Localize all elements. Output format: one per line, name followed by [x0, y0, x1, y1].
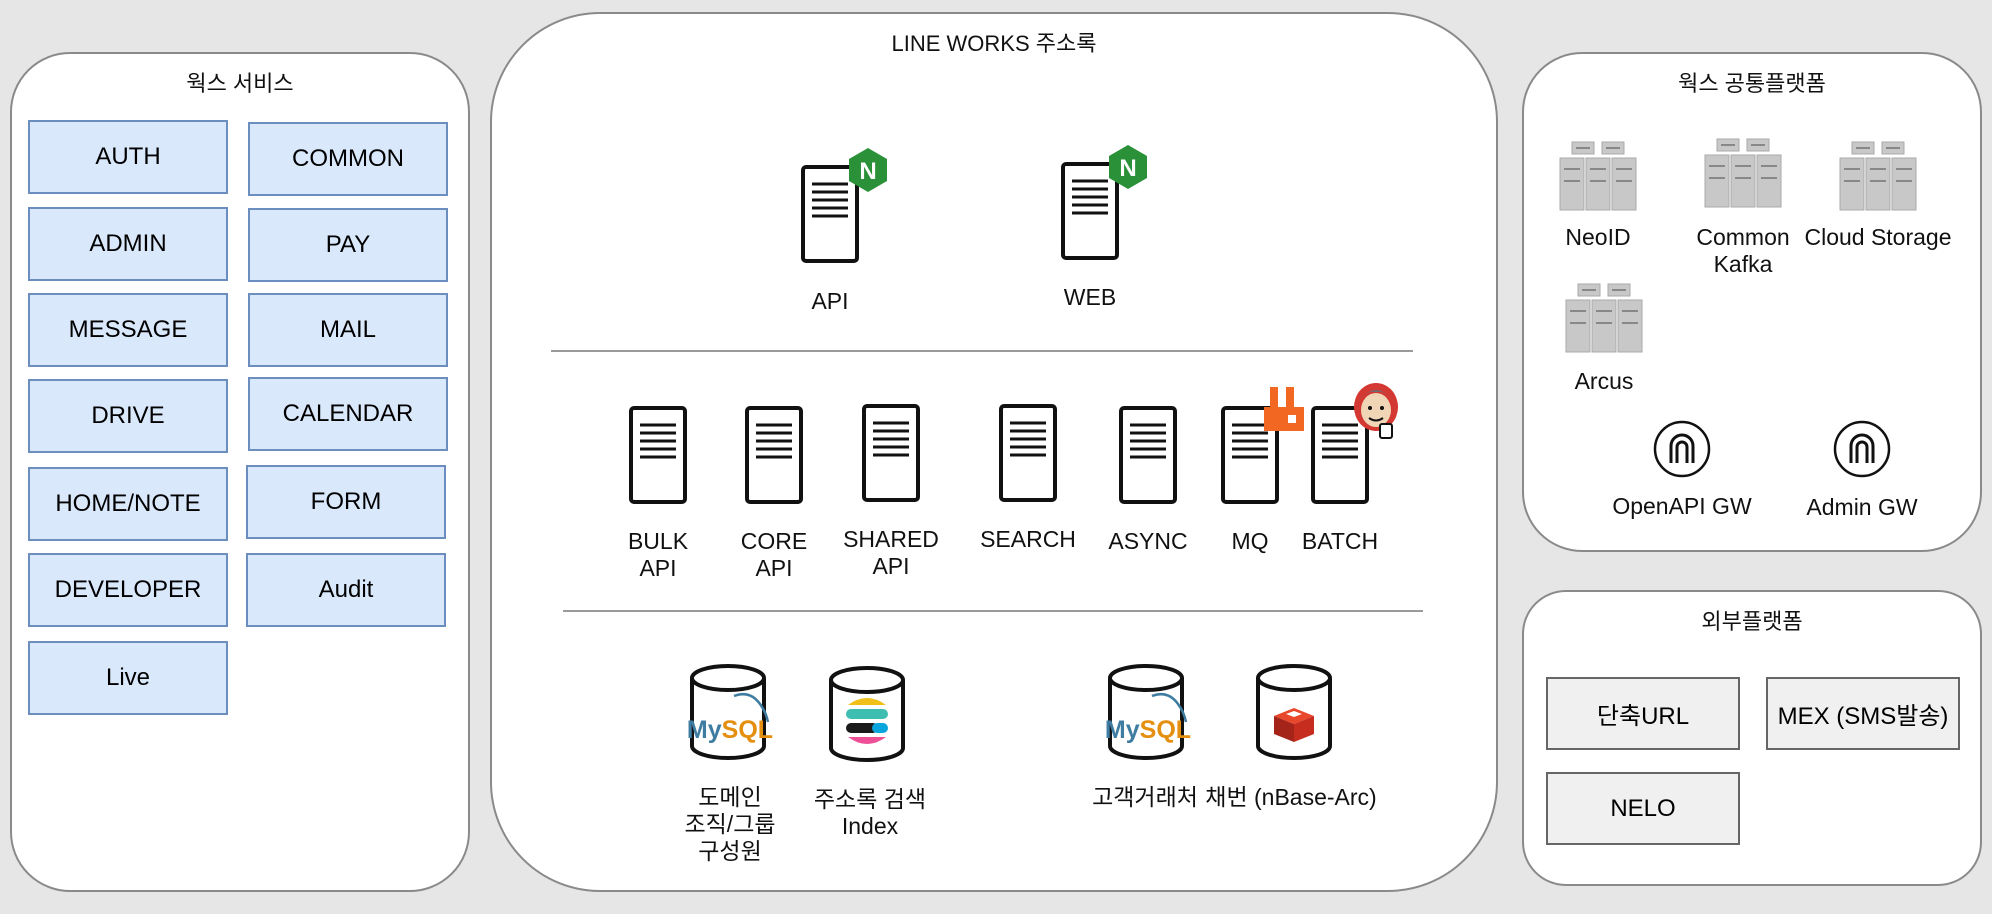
service-box[interactable]: Live: [28, 641, 228, 715]
mq-label: MQ: [1231, 528, 1269, 554]
kafka-server-icon: [1703, 137, 1783, 209]
mysql-icon: MySQL: [686, 716, 774, 744]
arcus-label: Arcus: [1574, 368, 1634, 394]
service-box[interactable]: HOME/NOTE: [28, 467, 228, 541]
service-box[interactable]: MESSAGE: [28, 293, 228, 367]
openapi-gw-label: OpenAPI GW: [1612, 493, 1752, 519]
tier-divider: [551, 350, 1413, 352]
nelo-box[interactable]: NELO: [1546, 772, 1740, 845]
async-server-icon: [1118, 405, 1178, 505]
shared-api-label: SHARED API: [843, 526, 939, 579]
rabbitmq-icon: [1264, 387, 1304, 431]
service-box[interactable]: ADMIN: [28, 207, 228, 281]
service-box[interactable]: COMMON: [248, 122, 448, 196]
addressbook-title: LINE WORKS 주소록: [891, 31, 1097, 56]
service-box[interactable]: MAIL: [248, 293, 448, 367]
domain-db-label: 도메인 조직/그룹 구성원: [684, 784, 776, 864]
dolphin-icon: [1151, 693, 1188, 723]
sequence-db-label: 채번 (nBase-Arc): [1205, 784, 1377, 810]
service-box[interactable]: CALENDAR: [248, 377, 448, 451]
customer-db-label: 고객거래처: [1092, 784, 1198, 810]
shared-api-server-icon: [861, 403, 921, 503]
api-server-label: API: [811, 288, 849, 314]
common-platform-title: 웍스 공통플랫폼: [1678, 71, 1826, 96]
core-api-server-icon: [744, 405, 804, 505]
core-api-label: CORE API: [740, 528, 808, 581]
neoid-server-icon: [1558, 140, 1638, 212]
short-url-box[interactable]: 단축URL: [1546, 677, 1740, 750]
mysql-icon: MySQL: [1104, 716, 1192, 744]
neoid-label: NeoID: [1565, 224, 1631, 250]
tier-divider: [563, 610, 1423, 612]
search-index-label: 주소록 검색 Index: [813, 786, 927, 839]
cloud-storage-label: Cloud Storage: [1804, 224, 1952, 250]
works-services-title: 웍스 서비스: [186, 71, 294, 96]
batch-label: BATCH: [1301, 528, 1379, 554]
search-label: SEARCH: [980, 526, 1076, 552]
search-server-icon: [998, 403, 1058, 503]
mex-sms-box[interactable]: MEX (SMS발송): [1766, 677, 1960, 750]
service-box[interactable]: DRIVE: [28, 379, 228, 453]
service-box[interactable]: Audit: [246, 553, 446, 627]
admin-gw-label: Admin GW: [1806, 494, 1918, 520]
nginx-icon: [1106, 143, 1150, 191]
service-box[interactable]: PAY: [248, 208, 448, 282]
service-box[interactable]: AUTH: [28, 120, 228, 194]
bulk-api-server-icon: [628, 405, 688, 505]
redis-icon: [1274, 708, 1314, 742]
external-platform-title: 외부플랫폼: [1701, 609, 1803, 634]
elasticsearch-icon: [846, 698, 888, 744]
service-box[interactable]: FORM: [246, 465, 446, 539]
cloud-storage-server-icon: [1838, 140, 1918, 212]
jenkins-icon: [1354, 383, 1398, 439]
nginx-icon: [846, 146, 890, 194]
openapi-gateway-icon: [1652, 419, 1712, 479]
kafka-label: Common Kafka: [1696, 224, 1790, 277]
web-server-label: WEB: [1063, 284, 1117, 310]
arcus-server-icon: [1564, 282, 1644, 354]
bulk-api-label: BULK API: [627, 528, 689, 581]
dolphin-icon: [733, 693, 770, 723]
service-box[interactable]: DEVELOPER: [28, 553, 228, 627]
async-label: ASYNC: [1108, 528, 1188, 554]
admin-gateway-icon: [1832, 419, 1892, 479]
